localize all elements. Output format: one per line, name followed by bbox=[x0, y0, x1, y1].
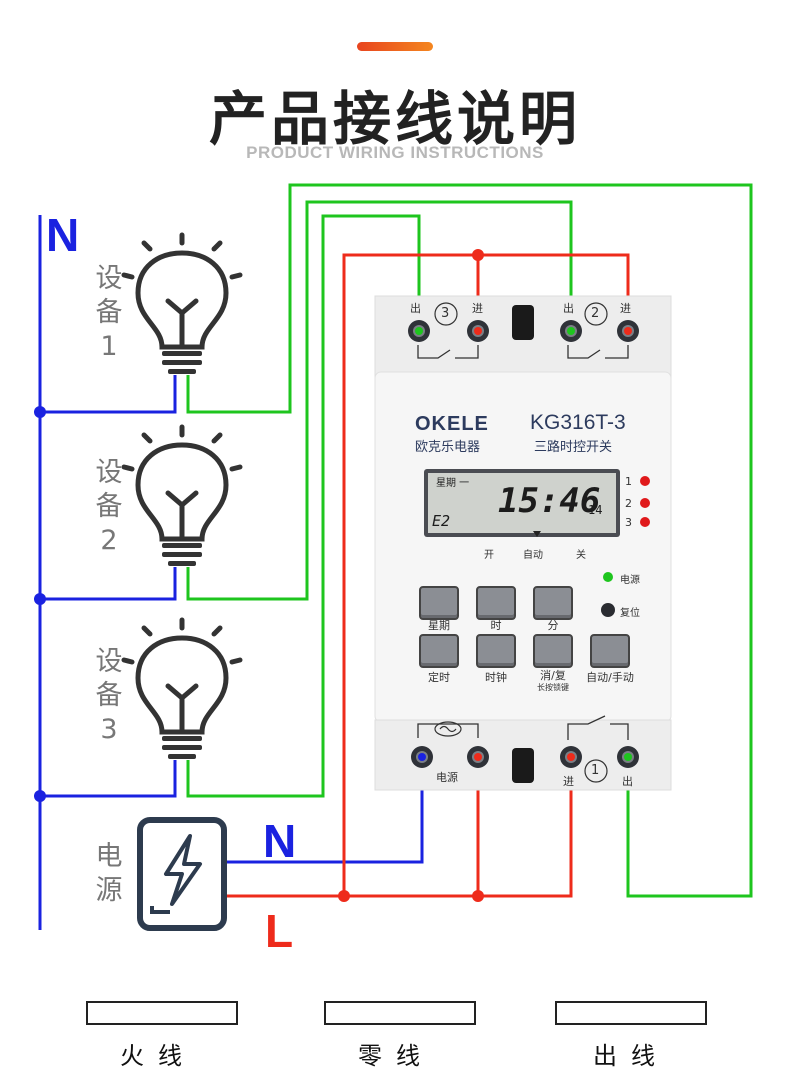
device-char: 备 bbox=[95, 491, 123, 522]
terminal-label: 进 bbox=[563, 775, 574, 788]
button-label: 星期 bbox=[428, 619, 450, 632]
device-char: 备 bbox=[95, 680, 123, 711]
button-label: 消/复 bbox=[540, 669, 566, 682]
hour-button[interactable] bbox=[476, 586, 516, 620]
mode-off-label: 关 bbox=[576, 550, 586, 561]
indicator-number: 3 bbox=[625, 516, 632, 529]
model-name-cn: 三路时控开关 bbox=[534, 440, 613, 455]
device-char: 设 bbox=[95, 646, 123, 677]
live-to-top bbox=[342, 253, 630, 896]
channel-number: 2 bbox=[591, 306, 600, 321]
supply-n-label: N bbox=[263, 815, 297, 867]
din-clip-top bbox=[512, 305, 534, 340]
device-label-1: 设 备 1 bbox=[94, 262, 124, 364]
button-label: 时钟 bbox=[485, 671, 507, 684]
indicator-number: 1 bbox=[625, 475, 632, 488]
terminal-screws bbox=[408, 320, 639, 768]
power-source-label: 电 源 bbox=[94, 840, 124, 908]
bulb-icon bbox=[121, 617, 243, 759]
terminal-label: 出 bbox=[622, 775, 633, 788]
lcd-screen bbox=[428, 473, 616, 533]
output-wire-3 bbox=[186, 214, 421, 798]
brand-name-cn: 欧克乐电器 bbox=[415, 440, 481, 455]
weekday-button[interactable] bbox=[419, 586, 459, 620]
lcd-seconds: 14 bbox=[588, 503, 603, 517]
button-label: 时 bbox=[490, 619, 502, 632]
reset-label: 复位 bbox=[620, 608, 640, 619]
title-accent-bar bbox=[357, 42, 433, 51]
device-label-3: 设 备 3 bbox=[94, 645, 124, 747]
bulb-icon bbox=[121, 232, 243, 374]
power-supply-icon bbox=[137, 817, 227, 931]
legend-output-box bbox=[555, 1001, 707, 1025]
channel-led-1 bbox=[640, 476, 650, 486]
minute-button[interactable] bbox=[533, 586, 573, 620]
terminal-label: 出 bbox=[563, 302, 574, 315]
device-number: 3 bbox=[100, 714, 118, 745]
power-led-label: 电源 bbox=[620, 575, 640, 586]
terminal-label: 出 bbox=[410, 302, 421, 315]
timer-body bbox=[374, 295, 672, 791]
device-number: 1 bbox=[100, 331, 118, 362]
terminal-label: 进 bbox=[472, 302, 483, 315]
neutral-to-device-1 bbox=[40, 375, 177, 414]
neutral-wires bbox=[38, 215, 424, 930]
lcd-time: 15:46 bbox=[498, 481, 601, 521]
legend-neutral-label: 零线 bbox=[358, 1042, 434, 1070]
cancel-restore-button[interactable] bbox=[533, 634, 573, 668]
channel-led-2 bbox=[640, 498, 650, 508]
button-label: 定时 bbox=[428, 671, 450, 684]
bulb-icon bbox=[121, 424, 243, 566]
button-label: 自动/手动 bbox=[586, 671, 634, 684]
terminal-label: 进 bbox=[620, 302, 631, 315]
legend-live-label: 火线 bbox=[120, 1042, 196, 1070]
neutral-to-device-2 bbox=[40, 567, 177, 601]
junction-dots bbox=[34, 249, 484, 902]
auto-manual-button[interactable] bbox=[590, 634, 630, 668]
neutral-to-timer bbox=[226, 755, 424, 864]
device-number: 2 bbox=[100, 525, 118, 556]
page-subtitle: PRODUCT WIRING INSTRUCTIONS bbox=[246, 143, 544, 162]
power-led bbox=[603, 572, 613, 582]
channel-number: 3 bbox=[441, 306, 450, 321]
legend-output-label: 出线 bbox=[593, 1042, 669, 1070]
legend-live-box bbox=[86, 1001, 238, 1025]
indicator-number: 2 bbox=[625, 497, 632, 510]
clock-button[interactable] bbox=[476, 634, 516, 668]
mode-auto-label: 自动 bbox=[523, 550, 543, 561]
din-clip-bottom bbox=[512, 748, 534, 783]
output-wire-1 bbox=[186, 183, 753, 898]
neutral-bus-label: N bbox=[46, 209, 80, 261]
button-sublabel: 长按锁键 bbox=[537, 683, 569, 692]
lcd-program: E2 bbox=[432, 512, 451, 530]
output-wire-2 bbox=[186, 200, 573, 601]
device-char: 备 bbox=[95, 297, 123, 328]
model-number: KG316T-3 bbox=[530, 411, 626, 434]
power-terminal-label: 电源 bbox=[436, 771, 458, 784]
channel-led-3 bbox=[640, 517, 650, 527]
channel-number: 1 bbox=[591, 763, 600, 778]
page-title: 产品接线说明 bbox=[208, 85, 581, 153]
lcd-weekday: 星期 一 bbox=[436, 478, 470, 489]
device-label-2: 设 备 2 bbox=[94, 456, 124, 558]
device-char: 设 bbox=[95, 457, 123, 488]
button-label: 分 bbox=[547, 619, 559, 632]
output-wires bbox=[186, 183, 753, 898]
neutral-to-device-3 bbox=[40, 760, 177, 798]
power-char: 源 bbox=[95, 875, 123, 906]
timer-program-button[interactable] bbox=[419, 634, 459, 668]
reset-button-dot bbox=[601, 603, 615, 617]
mode-on-label: 开 bbox=[484, 550, 494, 561]
legend-neutral-box bbox=[324, 1001, 476, 1025]
brand-logo: OKELE bbox=[415, 413, 489, 435]
device-char: 设 bbox=[95, 263, 123, 294]
power-char: 电 bbox=[95, 841, 123, 872]
supply-l-label: L bbox=[265, 905, 294, 957]
